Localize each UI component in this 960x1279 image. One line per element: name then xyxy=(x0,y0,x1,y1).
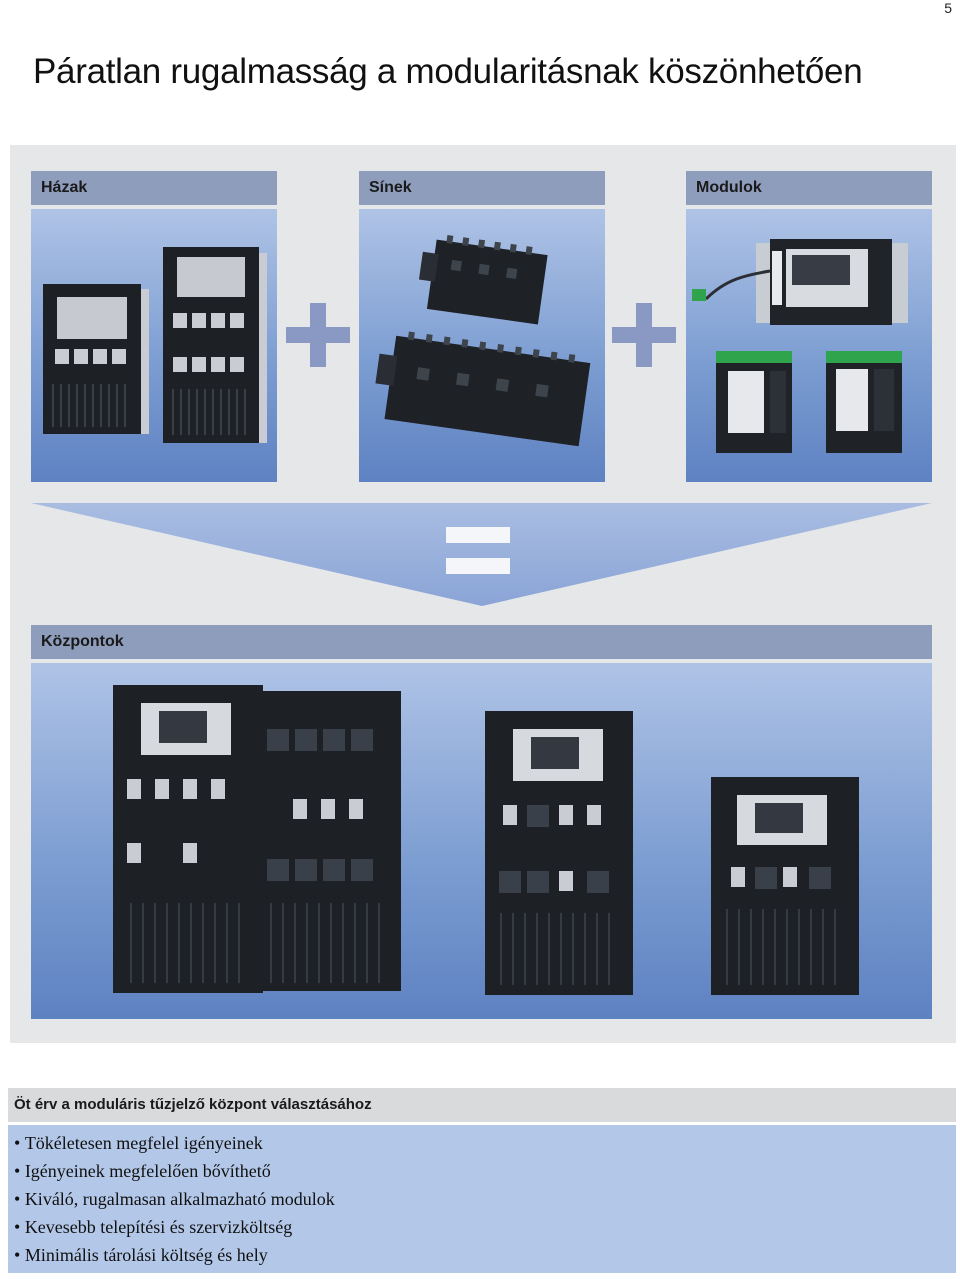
rails-image xyxy=(359,209,605,482)
modules-header: Modulok xyxy=(686,171,932,205)
rails-illustration xyxy=(375,235,591,447)
panels-header: Központok xyxy=(31,625,932,659)
reasons-list: Tökéletesen megfelel igényeinek Igényein… xyxy=(14,1131,335,1271)
plus-icon xyxy=(612,303,676,367)
funnel-arrow xyxy=(31,503,932,606)
modules-image xyxy=(686,209,932,482)
list-item: Tökéletesen megfelel igényeinek xyxy=(14,1131,335,1159)
list-item: Igényeinek megfelelően bővíthető xyxy=(14,1159,335,1187)
housings-header: Házak xyxy=(31,171,277,205)
plus-icon xyxy=(286,303,350,367)
equals-icon xyxy=(446,527,510,543)
page-number: 5 xyxy=(944,0,952,16)
panels-illustration xyxy=(113,685,859,995)
modules-illustration xyxy=(692,239,908,453)
housings-image xyxy=(31,209,277,482)
list-item: Kevesebb telepítési és szervizköltség xyxy=(14,1215,335,1243)
reasons-title: Öt érv a moduláris tűzjelző központ vála… xyxy=(8,1088,956,1122)
panels-image xyxy=(31,663,932,1019)
rails-header: Sínek xyxy=(359,171,605,205)
equals-icon xyxy=(446,558,510,574)
list-item: Minimális tárolási költség és hely xyxy=(14,1243,335,1271)
page-title: Páratlan rugalmasság a modularitásnak kö… xyxy=(33,52,863,91)
housings-illustration xyxy=(43,247,267,443)
list-item: Kiváló, rugalmasan alkalmazható modulok xyxy=(14,1187,335,1215)
